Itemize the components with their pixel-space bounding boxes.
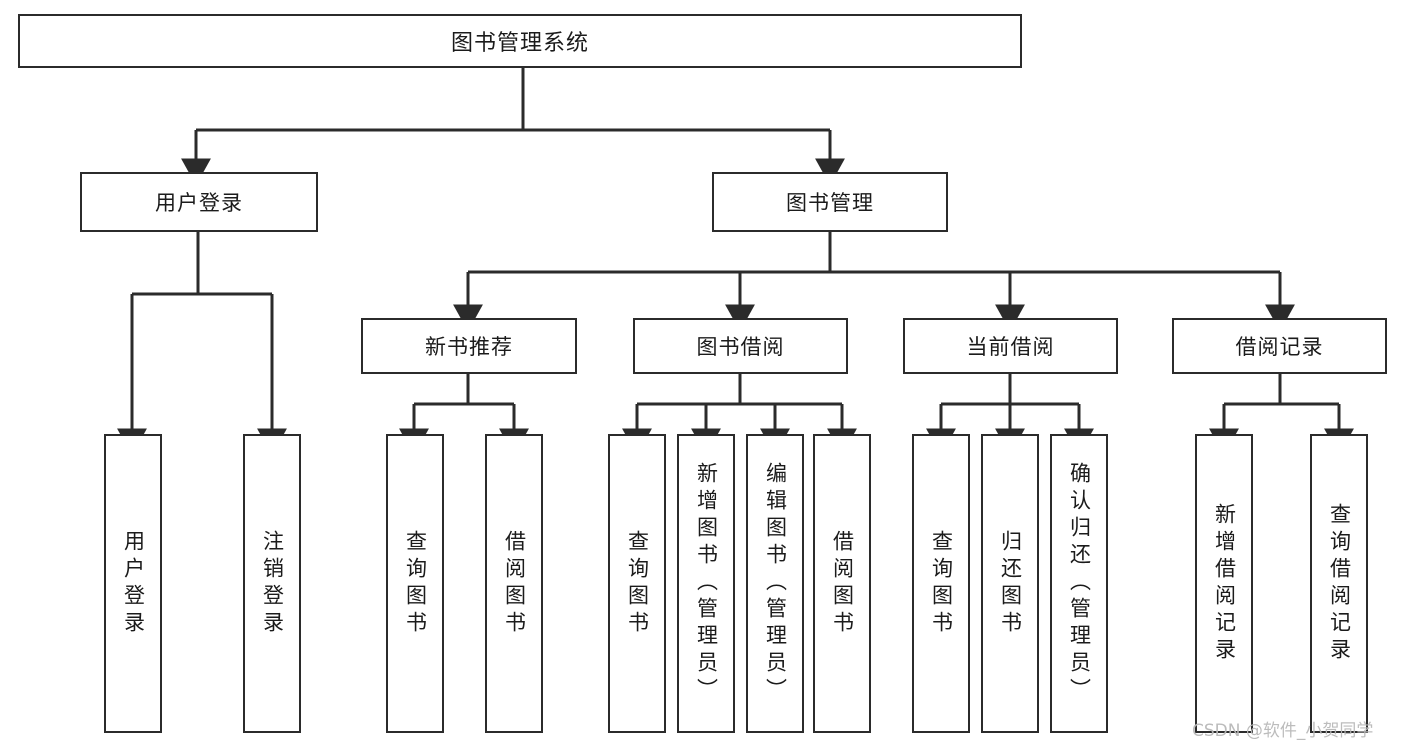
node-label: 借阅图书 <box>830 529 855 638</box>
node-label: 归还图书 <box>998 529 1023 638</box>
node-label: 查询借阅记录 <box>1327 502 1352 665</box>
node-label: 借阅记录 <box>1235 335 1324 359</box>
leaf-borrow-add-book-admin[interactable]: 新增图书（管理员） <box>677 434 735 733</box>
leaf-borrow-edit-book-admin[interactable]: 编辑图书（管理员） <box>746 434 804 733</box>
node-label: 查询图书 <box>403 529 428 638</box>
leaf-current-query-book[interactable]: 查询图书 <box>912 434 970 733</box>
node-label: 新增图书（管理员） <box>694 462 719 705</box>
node-root-system[interactable]: 图书管理系统 <box>18 14 1022 68</box>
node-label: 编辑图书（管理员） <box>763 462 788 705</box>
node-label: 图书管理系统 <box>450 31 589 56</box>
leaf-current-return-book[interactable]: 归还图书 <box>981 434 1039 733</box>
node-borrow-record[interactable]: 借阅记录 <box>1172 318 1387 374</box>
node-label: 新增借阅记录 <box>1212 502 1237 665</box>
node-label: 新书推荐 <box>425 335 513 359</box>
leaf-borrow-query-book[interactable]: 查询图书 <box>608 434 666 733</box>
node-label: 图书借阅 <box>696 335 785 359</box>
leaf-record-query-record[interactable]: 查询借阅记录 <box>1310 434 1368 733</box>
leaf-recommend-borrow-book[interactable]: 借阅图书 <box>485 434 543 733</box>
node-label: 查询图书 <box>929 529 954 638</box>
leaf-recommend-query-book[interactable]: 查询图书 <box>386 434 444 733</box>
node-book-management[interactable]: 图书管理 <box>712 172 948 232</box>
node-label: 用户登录 <box>155 191 243 215</box>
node-label: 用户登录 <box>121 529 146 638</box>
node-label: 确认归还（管理员） <box>1067 462 1092 705</box>
csdn-watermark: CSDN @软件_小贺同学 <box>1192 721 1374 741</box>
node-label: 注销登录 <box>260 529 285 638</box>
leaf-borrow-borrow-book[interactable]: 借阅图书 <box>813 434 871 733</box>
node-label: 当前借阅 <box>966 335 1055 359</box>
leaf-current-confirm-return-admin[interactable]: 确认归还（管理员） <box>1050 434 1108 733</box>
leaf-user-logout[interactable]: 注销登录 <box>243 434 301 733</box>
node-label: 借阅图书 <box>502 529 527 638</box>
node-current-borrow[interactable]: 当前借阅 <box>903 318 1118 374</box>
leaf-record-add-record[interactable]: 新增借阅记录 <box>1195 434 1253 733</box>
node-new-book-recommend[interactable]: 新书推荐 <box>361 318 577 374</box>
leaf-user-login[interactable]: 用户登录 <box>104 434 162 733</box>
node-label: 查询图书 <box>625 529 650 638</box>
node-user-login[interactable]: 用户登录 <box>80 172 318 232</box>
node-book-borrow[interactable]: 图书借阅 <box>633 318 848 374</box>
node-label: 图书管理 <box>786 191 874 215</box>
